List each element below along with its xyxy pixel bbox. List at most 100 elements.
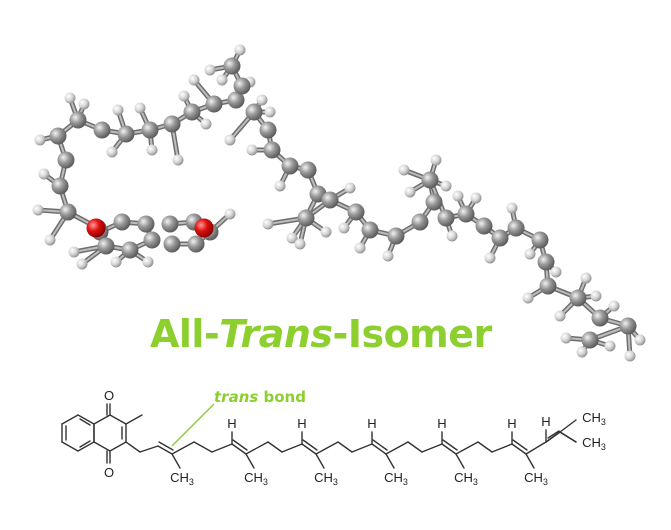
carbon-atom <box>425 193 443 211</box>
hydrogen-atom <box>44 234 56 246</box>
carbon-atom <box>437 209 455 227</box>
hydrogen-atom <box>524 248 536 260</box>
hydrogen-label: H <box>437 416 446 431</box>
skeletal-bond <box>281 443 303 453</box>
callout-emphasis: trans <box>214 388 259 406</box>
hydrogen-atom <box>554 310 566 322</box>
hydrogen-atom <box>38 168 50 180</box>
hydrogen-atom <box>560 332 572 344</box>
hydrogen-atom <box>112 104 124 116</box>
carbon-atom <box>93 121 111 139</box>
hydrogen-label: H <box>541 414 550 429</box>
skeletal-bond <box>385 441 409 455</box>
carbon-atom <box>137 215 155 233</box>
carbon-atom <box>223 57 241 75</box>
skeletal-bond <box>211 443 233 453</box>
trans-double-bond <box>302 439 318 451</box>
methyl-label: CH3 <box>244 470 268 487</box>
hydrogen-atom <box>274 180 286 192</box>
hydrogen-atom <box>590 290 602 302</box>
carbon-atom <box>163 235 181 253</box>
hydrogen-label: H <box>367 416 376 431</box>
hydrogen-atom <box>294 238 306 250</box>
ring-bond <box>77 414 95 425</box>
carbon-atom <box>245 103 263 121</box>
carbon-atom <box>113 213 131 231</box>
title-emphasis: Trans <box>219 312 333 356</box>
hydrogen-atom <box>452 190 464 202</box>
carbon-atom <box>537 253 555 271</box>
skeletal-bond <box>441 443 457 455</box>
carbon-atom <box>163 115 181 133</box>
skeletal-bond <box>407 441 423 453</box>
trans-double-bond <box>547 430 560 439</box>
hydrogen-atom <box>262 218 274 230</box>
ring-bond <box>61 414 79 425</box>
hydrogen-atom <box>34 134 46 146</box>
carbon-atom <box>531 231 549 249</box>
trans-double-bond <box>158 441 174 451</box>
carbon-atom <box>569 289 587 307</box>
trans-double-bond <box>442 439 458 451</box>
hydrogen-atom <box>142 256 154 268</box>
ring-double-bond <box>79 418 91 426</box>
skeletal-bond <box>525 441 547 455</box>
carbon-atom <box>299 161 317 179</box>
carbon-atom <box>421 171 439 189</box>
ring-bond <box>109 414 127 425</box>
skeletal-bond <box>491 443 513 453</box>
hydrogen-atom <box>404 186 416 198</box>
methyl-label: CH3 <box>170 470 194 487</box>
hydrogen-atom <box>134 102 146 114</box>
skeletal-bond <box>193 441 213 453</box>
skeletal-bond <box>455 441 479 455</box>
hydrogen-atom <box>216 74 228 86</box>
hydrogen-atom <box>634 334 646 346</box>
skeletal-bond <box>157 445 173 455</box>
skeletal-bond <box>371 443 387 455</box>
hydrogen-atom <box>188 74 200 86</box>
carbon-atom <box>205 95 223 113</box>
carbon-atom <box>539 277 557 295</box>
hydrogen-atom <box>576 346 588 358</box>
hydrogen-atom <box>624 350 636 362</box>
ring-bond <box>93 441 111 452</box>
hydrogen-atom <box>76 258 88 270</box>
callout-text: bond <box>258 388 306 406</box>
ring-double-bond <box>79 440 91 448</box>
hydrogen-atom <box>320 226 332 238</box>
skeletal-bond <box>267 441 283 453</box>
methyl-bond <box>245 453 255 469</box>
hydrogen-atom <box>146 144 158 156</box>
methyl-bond <box>559 419 577 433</box>
hydrogen-atom <box>382 250 394 262</box>
oxygen-atom <box>86 218 106 238</box>
title-suffix: -Isomer <box>332 312 493 356</box>
methyl-label: CH3 <box>384 470 408 487</box>
methyl-bond <box>315 453 325 469</box>
carbon-atom <box>121 241 139 259</box>
skeletal-bond <box>231 443 247 455</box>
hydrogen-atom <box>64 92 76 104</box>
oxygen-atom <box>194 218 214 238</box>
carbon-atom <box>457 205 475 223</box>
oxygen-label-top: O <box>104 388 114 403</box>
skeletal-bond <box>245 441 269 455</box>
skeletal-bond <box>559 431 577 443</box>
hydrogen-atom <box>172 154 184 166</box>
ring-bond <box>77 441 95 452</box>
carbon-atom <box>141 121 159 139</box>
hydrogen-label: H <box>227 416 236 431</box>
model-bonds <box>35 47 643 359</box>
methyl-label: CH3 <box>454 470 478 487</box>
trans-bond-label: trans bond <box>214 388 306 406</box>
carbon-atom <box>227 91 245 109</box>
carbon-atom <box>59 203 77 221</box>
isomer-title: All-Trans-Isomer <box>150 312 492 356</box>
hydrogen-atom <box>264 106 276 118</box>
hydrogen-atom <box>286 232 298 244</box>
skeletal-bond <box>477 441 493 453</box>
hydrogen-atom <box>470 192 482 204</box>
